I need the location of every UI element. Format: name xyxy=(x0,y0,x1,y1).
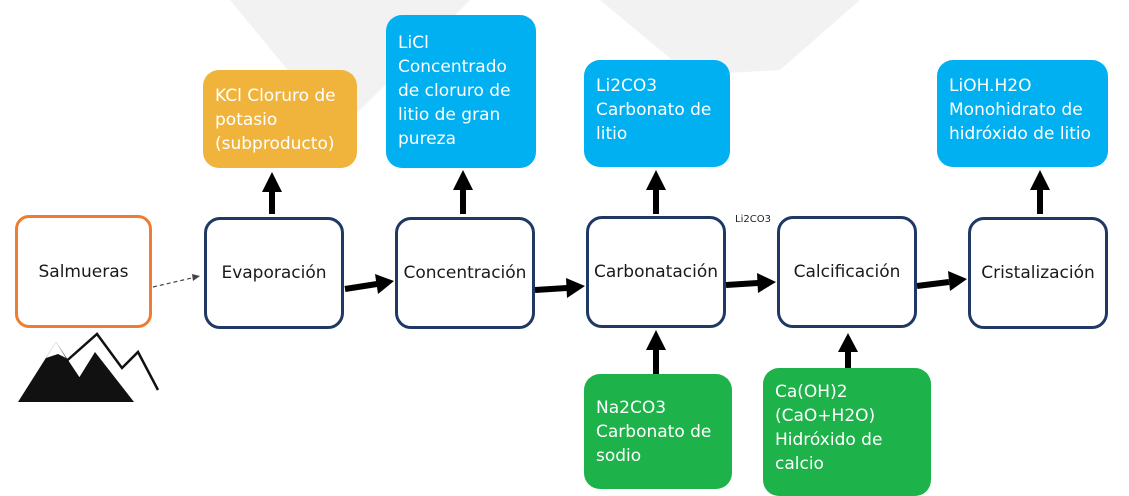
mountains-icon xyxy=(18,332,160,402)
process-evaporacion: Evaporación xyxy=(204,217,344,329)
output-licl-box: LiCl Concentrado de cloruro de litio de … xyxy=(386,15,536,168)
source-label: Salmueras xyxy=(38,261,129,282)
process-concentracion: Concentración xyxy=(395,217,535,329)
arrow-calcificacion-to-cristalizacion xyxy=(916,271,967,291)
arrow-up-caoh2 xyxy=(838,333,858,368)
output-lioh-box: LiOH.H2O Monohidrato de hidróxido de lit… xyxy=(937,60,1108,167)
arrow-label-li2co3: Li2CO3 xyxy=(735,214,771,225)
arrow-carbonatacion-to-calcificacion xyxy=(725,273,776,293)
process-label-carbonatacion: Carbonatación xyxy=(594,262,718,282)
output-li2co3-box: Li2CO3 Carbonato de litio xyxy=(584,60,730,167)
arrow-evaporacion-to-concentracion xyxy=(344,274,394,294)
process-cristalizacion: Cristalización xyxy=(968,217,1108,329)
process-label-evaporacion: Evaporación xyxy=(221,263,327,283)
process-label-concentracion: Concentración xyxy=(403,263,527,283)
input-caoh2-box: Ca(OH)2 (CaO+H2O) Hidróxido de calcio xyxy=(763,368,931,496)
process-label-calcificacion: Calcificación xyxy=(793,262,901,282)
input-na2co3-box: Na2CO3 Carbonato de sodio xyxy=(584,374,732,489)
process-carbonatacion: Carbonatación xyxy=(586,216,726,328)
arrow-up-licl xyxy=(453,170,473,214)
arrow-up-li2co3 xyxy=(646,170,666,214)
output-kcl-box: KCl Cloruro de potasio (subproducto) xyxy=(203,70,357,168)
arrow-up-lioh xyxy=(1030,170,1050,214)
process-calcificacion: Calcificación xyxy=(777,216,917,328)
arrow-up-na2co3 xyxy=(646,330,666,374)
process-label-cristalizacion: Cristalización xyxy=(981,263,1095,283)
arrow-up-kcl xyxy=(262,172,282,214)
source-box-salmueras: Salmueras xyxy=(15,215,152,328)
arrow-concentracion-to-carbonatacion xyxy=(534,278,585,298)
dashed-arrow-source-to-evaporacion xyxy=(152,274,200,288)
